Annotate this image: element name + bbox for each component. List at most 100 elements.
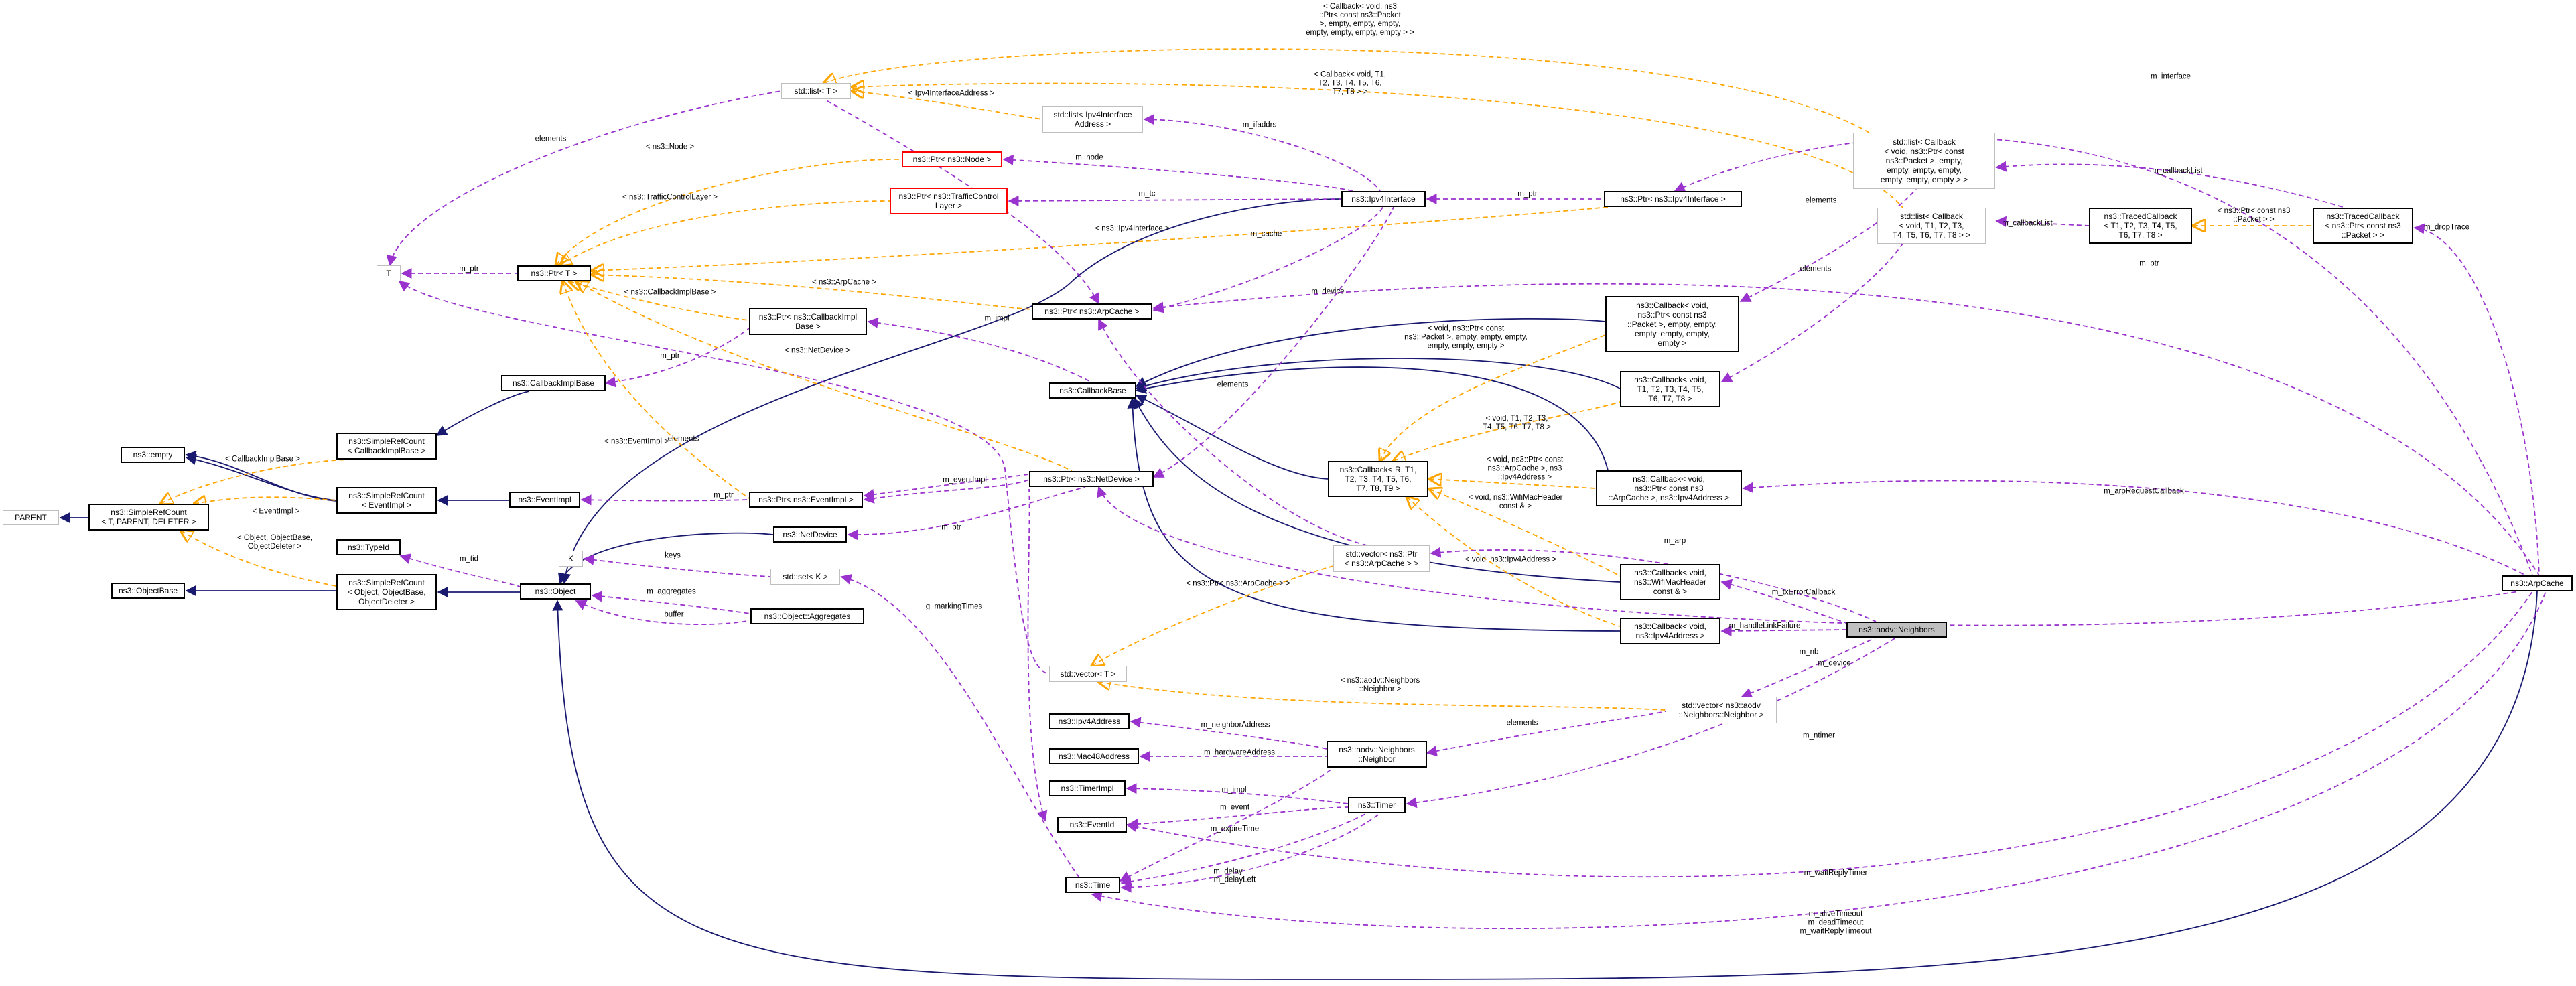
- edge-label-elements-b: elements: [667, 435, 699, 443]
- edge-label-obj-tpl: < Object, ObjectBase, ObjectDeleter >: [236, 534, 313, 551]
- edge-neighbors-arp: [1430, 547, 1877, 622]
- node-ptr-trafficcontrollayer[interactable]: ns3::Ptr< ns3::TrafficControl Layer >: [890, 188, 1008, 214]
- edge-label-packet-tpl: < ns3::Ptr< const ns3 ::Packet > >: [2217, 207, 2291, 224]
- node-stdvector-ptr-arpcache[interactable]: std::vector< ns3::Ptr < ns3::ArpCache > …: [1333, 545, 1430, 572]
- node-callback-r-t1-t9[interactable]: ns3::Callback< R, T1, T2, T3, T4, T5, T6…: [1328, 461, 1428, 497]
- edge-stdlist-cb-packet: [824, 48, 1870, 133]
- node-ptr-ipv4interface[interactable]: ns3::Ptr< ns3::Ipv4Interface >: [1604, 191, 1742, 207]
- edge-label-cb-arp-args: < void, ns3::Ptr< const ns3::ArpCache >,…: [1486, 455, 1564, 482]
- edge-cbib-impl: [867, 317, 1093, 383]
- edge-cbr-packet-tpl: [1380, 334, 1606, 461]
- node-empty[interactable]: ns3::empty: [121, 447, 185, 463]
- edge-cbib-ptr-elements: [823, 98, 1099, 305]
- node-eventimpl[interactable]: ns3::EventImpl: [509, 492, 580, 508]
- edge-label-m-ifaddrs: m_ifaddrs: [1242, 121, 1277, 129]
- node-objectbase[interactable]: ns3::ObjectBase: [111, 583, 185, 599]
- node-object[interactable]: ns3::Object: [520, 583, 591, 600]
- node-ptr-eventimpl[interactable]: ns3::Ptr< ns3::EventImpl >: [749, 492, 863, 508]
- node-object-aggregates[interactable]: ns3::Object::Aggregates: [750, 608, 864, 624]
- node-parent[interactable]: PARENT: [3, 510, 59, 525]
- edge-label-m-handlelinkfailure: m_handleLinkFailure: [1728, 622, 1801, 630]
- node-aodv-neighbors[interactable]: ns3::aodv::Neighbors: [1846, 622, 1947, 638]
- node-stdlist-callback-t[interactable]: std::list< Callback < void, T1, T2, T3, …: [1877, 208, 1986, 244]
- node-simplerefcount-object[interactable]: ns3::SimpleRefCount < Object, ObjectBase…: [336, 574, 437, 610]
- edge-cbr-ipv4-tpl: [1407, 497, 1621, 627]
- node-timer[interactable]: ns3::Timer: [1348, 797, 1406, 813]
- edge-label-g-markingtimes: g_markingTimes: [925, 602, 983, 611]
- edge-label-m-delayleft: m_delayLeft: [1213, 875, 1256, 884]
- edge-ptrarp-stdvec: [1098, 318, 1367, 546]
- edge-callbackbase-callback-r: [1135, 395, 1329, 480]
- node-ptr-t[interactable]: ns3::Ptr< T >: [517, 265, 591, 281]
- edge-timer-event: [1127, 806, 1349, 830]
- node-aodv-neighbor[interactable]: ns3::aodv::Neighbors ::Neighbor: [1327, 741, 1427, 768]
- node-stdset-k[interactable]: std::set< K >: [770, 569, 840, 585]
- edge-ptrt-tcl: [560, 200, 890, 265]
- node-stdlist-t[interactable]: std::list< T >: [781, 83, 851, 99]
- edge-neighbors-nb: [1741, 637, 1877, 699]
- node-timerimpl[interactable]: ns3::TimerImpl: [1049, 780, 1126, 796]
- edge-label-node-tpl: < ns3::Node >: [645, 143, 695, 151]
- node-callback-packet[interactable]: ns3::Callback< void, ns3::Ptr< const ns3…: [1605, 296, 1739, 352]
- edge-label-m-node: m_node: [1075, 153, 1103, 162]
- edge-label-m-expiretime: m_expireTime: [1210, 825, 1260, 833]
- node-stdvector-t[interactable]: std::vector< T >: [1049, 666, 1127, 682]
- edge-neighbor-expire: [1119, 767, 1334, 882]
- node-time[interactable]: ns3::Time: [1065, 877, 1120, 893]
- node-typeid[interactable]: ns3::TypeId: [336, 539, 401, 555]
- edge-label-m-ptr-a: m_ptr: [459, 265, 479, 273]
- edge-callbackbase-callback-arp: [1135, 366, 1609, 471]
- node-simplerefcount-t-parent-deleter[interactable]: ns3::SimpleRefCount < T, PARENT, DELETER…: [88, 504, 209, 531]
- node-k[interactable]: K: [559, 551, 583, 567]
- node-callback-t1-t8[interactable]: ns3::Callback< void, T1, T2, T3, T4, T5,…: [1620, 371, 1720, 407]
- node-ptr-arpcache[interactable]: ns3::Ptr< ns3::ArpCache >: [1032, 303, 1152, 320]
- edge-stdvec-arp-tpl: [1092, 565, 1334, 666]
- node-callback-arpcache-ipv4address[interactable]: ns3::Callback< void, ns3::Ptr< const ns3…: [1596, 470, 1742, 506]
- edge-label-cb-wifi-args: < void, ns3::WifiMacHeader const & >: [1468, 494, 1563, 510]
- node-callbackbase[interactable]: ns3::CallbackBase: [1049, 382, 1136, 399]
- edge-label-cbib-tpl: < CallbackImplBase >: [225, 455, 300, 464]
- edge-empty-to-srcevi: [185, 454, 337, 501]
- edge-cbib-src: [435, 391, 530, 436]
- edge-eventid-eventimpl: [1027, 488, 1048, 822]
- edge-callbackbase-callback-packet: [1135, 318, 1606, 387]
- node-eventid[interactable]: ns3::EventId: [1057, 817, 1127, 833]
- edge-label-m-arp: m_arp: [1664, 537, 1686, 545]
- node-callback-ipv4address[interactable]: ns3::Callback< void, ns3::Ipv4Address >: [1620, 618, 1720, 644]
- edge-arpcache-droptrace: [2413, 223, 2540, 576]
- node-arpcache[interactable]: ns3::ArpCache: [2502, 575, 2573, 591]
- edge-ptrt-netdevice: [576, 281, 1073, 472]
- edge-label-elements-e: elements: [1800, 265, 1832, 273]
- node-simplerefcount-eventimpl[interactable]: ns3::SimpleRefCount < EventImpl >: [336, 487, 437, 514]
- edge-ptrcbib-mptr: [604, 328, 750, 388]
- edge-label-m-neighboraddress: m_neighborAddress: [1201, 721, 1270, 729]
- edge-timer-delayleft: [1120, 813, 1381, 893]
- node-ptr-netdevice[interactable]: ns3::Ptr< ns3::NetDevice >: [1029, 471, 1154, 487]
- node-stdvector-neighbor[interactable]: std::vector< ns3::aodv ::Neighbors::Neig…: [1666, 697, 1777, 723]
- edge-label-elements-f: elements: [1506, 719, 1538, 727]
- edge-label-m-txerrorcallback: m_txErrorCallback: [1771, 588, 1836, 597]
- node-tracedcallback-packet[interactable]: ns3::TracedCallback < ns3::Ptr< const ns…: [2313, 208, 2413, 244]
- edge-label-m-impl-b: m_impl: [1221, 786, 1247, 794]
- node-t[interactable]: T: [377, 265, 401, 281]
- edge-label-cb-packet-tpl: < Callback< void, ns3 ::Ptr< const ns3::…: [1306, 3, 1414, 37]
- edge-label-ifaddr-tpl: < Ipv4InterfaceAddress >: [908, 89, 995, 98]
- node-tracedcallback-t1-t8[interactable]: ns3::TracedCallback < T1, T2, T3, T4, T5…: [2089, 208, 2192, 244]
- edge-neighbor-elements: [1426, 711, 1666, 757]
- node-mac48address[interactable]: ns3::Mac48Address: [1049, 748, 1139, 764]
- edge-label-m-ptr-c: m_ptr: [714, 491, 734, 500]
- node-netdevice[interactable]: ns3::NetDevice: [773, 526, 847, 543]
- node-callbackimplbase[interactable]: ns3::CallbackImplBase: [501, 375, 606, 391]
- node-ptr-node[interactable]: ns3::Ptr< ns3::Node >: [902, 151, 1002, 167]
- node-ipv4interface[interactable]: ns3::Ipv4Interface: [1341, 191, 1426, 207]
- edge-label-neighbor-vec-tpl: < ns3::aodv::Neighbors ::Neighbor >: [1340, 677, 1420, 693]
- node-stdlist-ipv4interfaceaddress[interactable]: std::list< Ipv4Interface Address >: [1042, 106, 1143, 133]
- edge-timer-delay: [1120, 813, 1367, 887]
- node-simplerefcount-callbackimplbase[interactable]: ns3::SimpleRefCount < CallbackImplBase >: [336, 433, 437, 460]
- node-callback-wifimacheader[interactable]: ns3::Callback< void, ns3::WifiMacHeader …: [1620, 564, 1720, 600]
- node-stdlist-callback-packet[interactable]: std::list< Callback < void, ns3::Ptr< co…: [1853, 133, 1995, 189]
- edge-label-m-interface: m_interface: [2150, 72, 2191, 81]
- node-ipv4address[interactable]: ns3::Ipv4Address: [1049, 713, 1130, 729]
- node-ptr-callbackimplbase[interactable]: ns3::Ptr< ns3::CallbackImpl Base >: [749, 308, 867, 335]
- edge-cbp-stdlist: [1739, 188, 1917, 302]
